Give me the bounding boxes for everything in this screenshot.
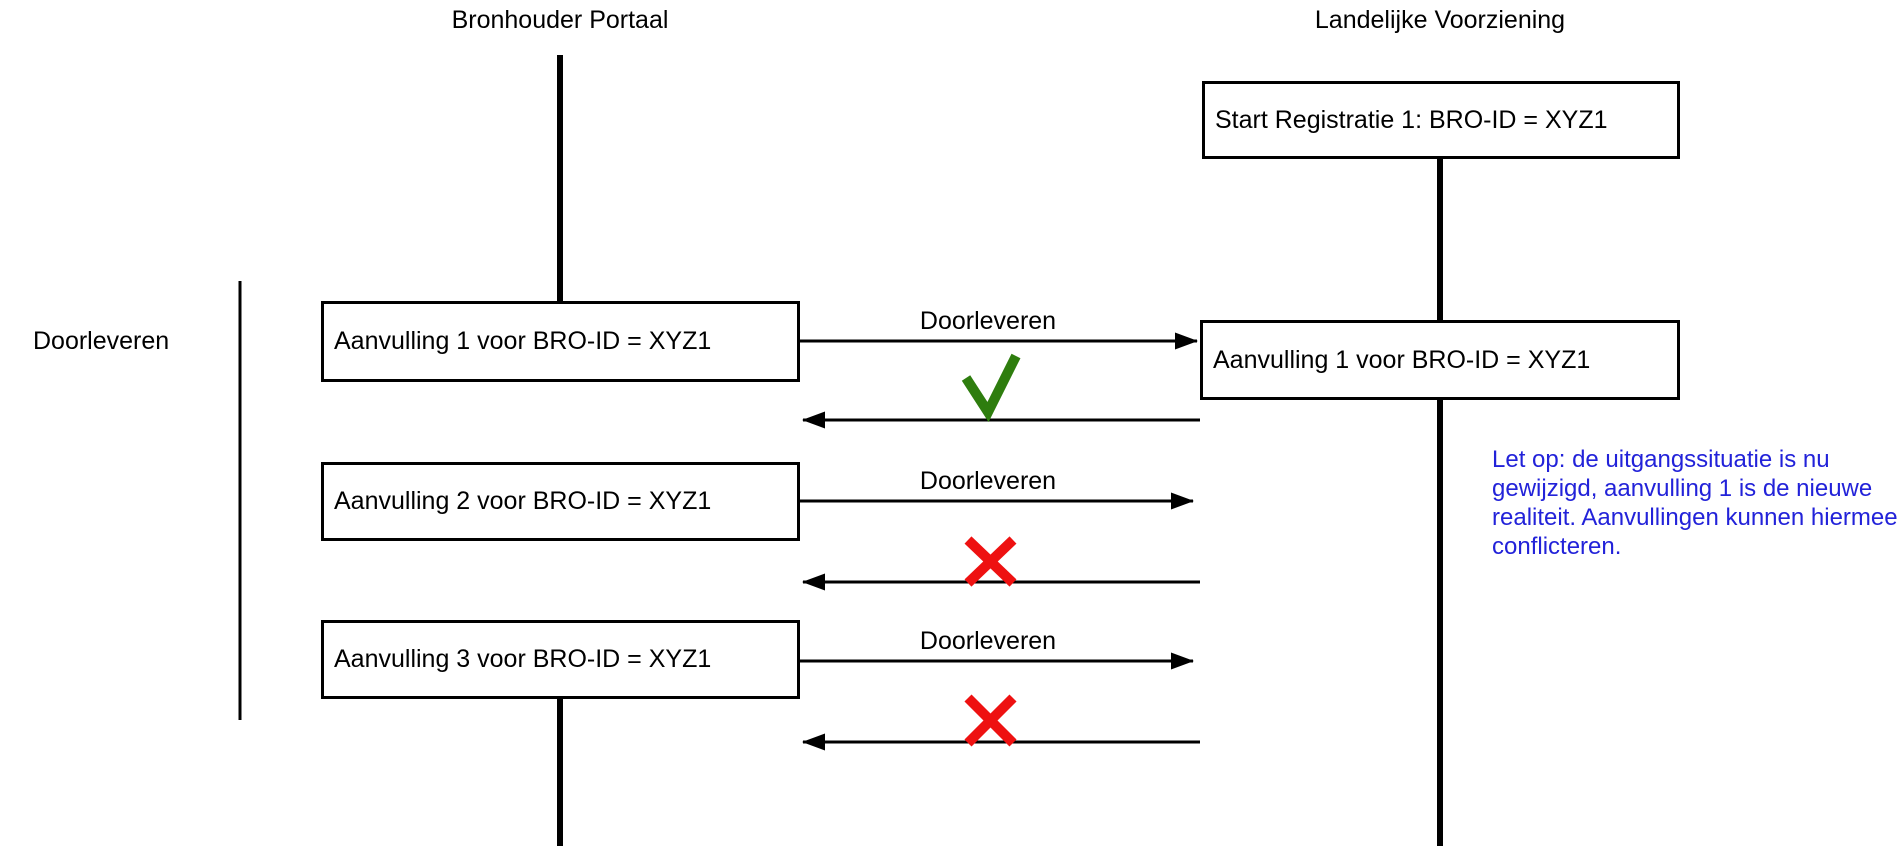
- aanvulling-1-box: Aanvulling 1 voor BRO-ID = XYZ1: [321, 301, 800, 382]
- aanvulling-2-text: Aanvulling 2 voor BRO-ID = XYZ1: [334, 487, 712, 515]
- arrow-label-doorleveren-3: Doorleveren: [919, 627, 1057, 655]
- group-label-doorleveren: Doorleveren: [33, 327, 170, 355]
- aanvulling-2-box: Aanvulling 2 voor BRO-ID = XYZ1: [321, 462, 800, 541]
- actor-label-bronhouder-portaal: Bronhouder Portaal: [451, 6, 669, 34]
- actor-label-landelijke-voorziening: Landelijke Voorziening: [1314, 6, 1566, 34]
- arrow-label-doorleveren-2: Doorleveren: [919, 467, 1057, 495]
- aanvulling-3-box: Aanvulling 3 voor BRO-ID = XYZ1: [321, 620, 800, 699]
- start-registratie-box: Start Registratie 1: BRO-ID = XYZ1: [1202, 81, 1680, 159]
- conflict-note: Let op: de uitgangssituatie is nu gewijz…: [1492, 446, 1898, 560]
- aanvulling-1-received-box: Aanvulling 1 voor BRO-ID = XYZ1: [1200, 320, 1680, 400]
- cross-icon: [964, 536, 1017, 587]
- aanvulling-1-received-text: Aanvulling 1 voor BRO-ID = XYZ1: [1213, 345, 1591, 374]
- aanvulling-3-text: Aanvulling 3 voor BRO-ID = XYZ1: [334, 645, 712, 673]
- cross-icon: [964, 694, 1017, 747]
- arrow-label-doorleveren-1: Doorleveren: [919, 307, 1057, 335]
- check-icon: [961, 353, 1021, 423]
- aanvulling-1-text: Aanvulling 1 voor BRO-ID = XYZ1: [334, 327, 712, 355]
- start-registratie-text: Start Registratie 1: BRO-ID = XYZ1: [1215, 105, 1608, 134]
